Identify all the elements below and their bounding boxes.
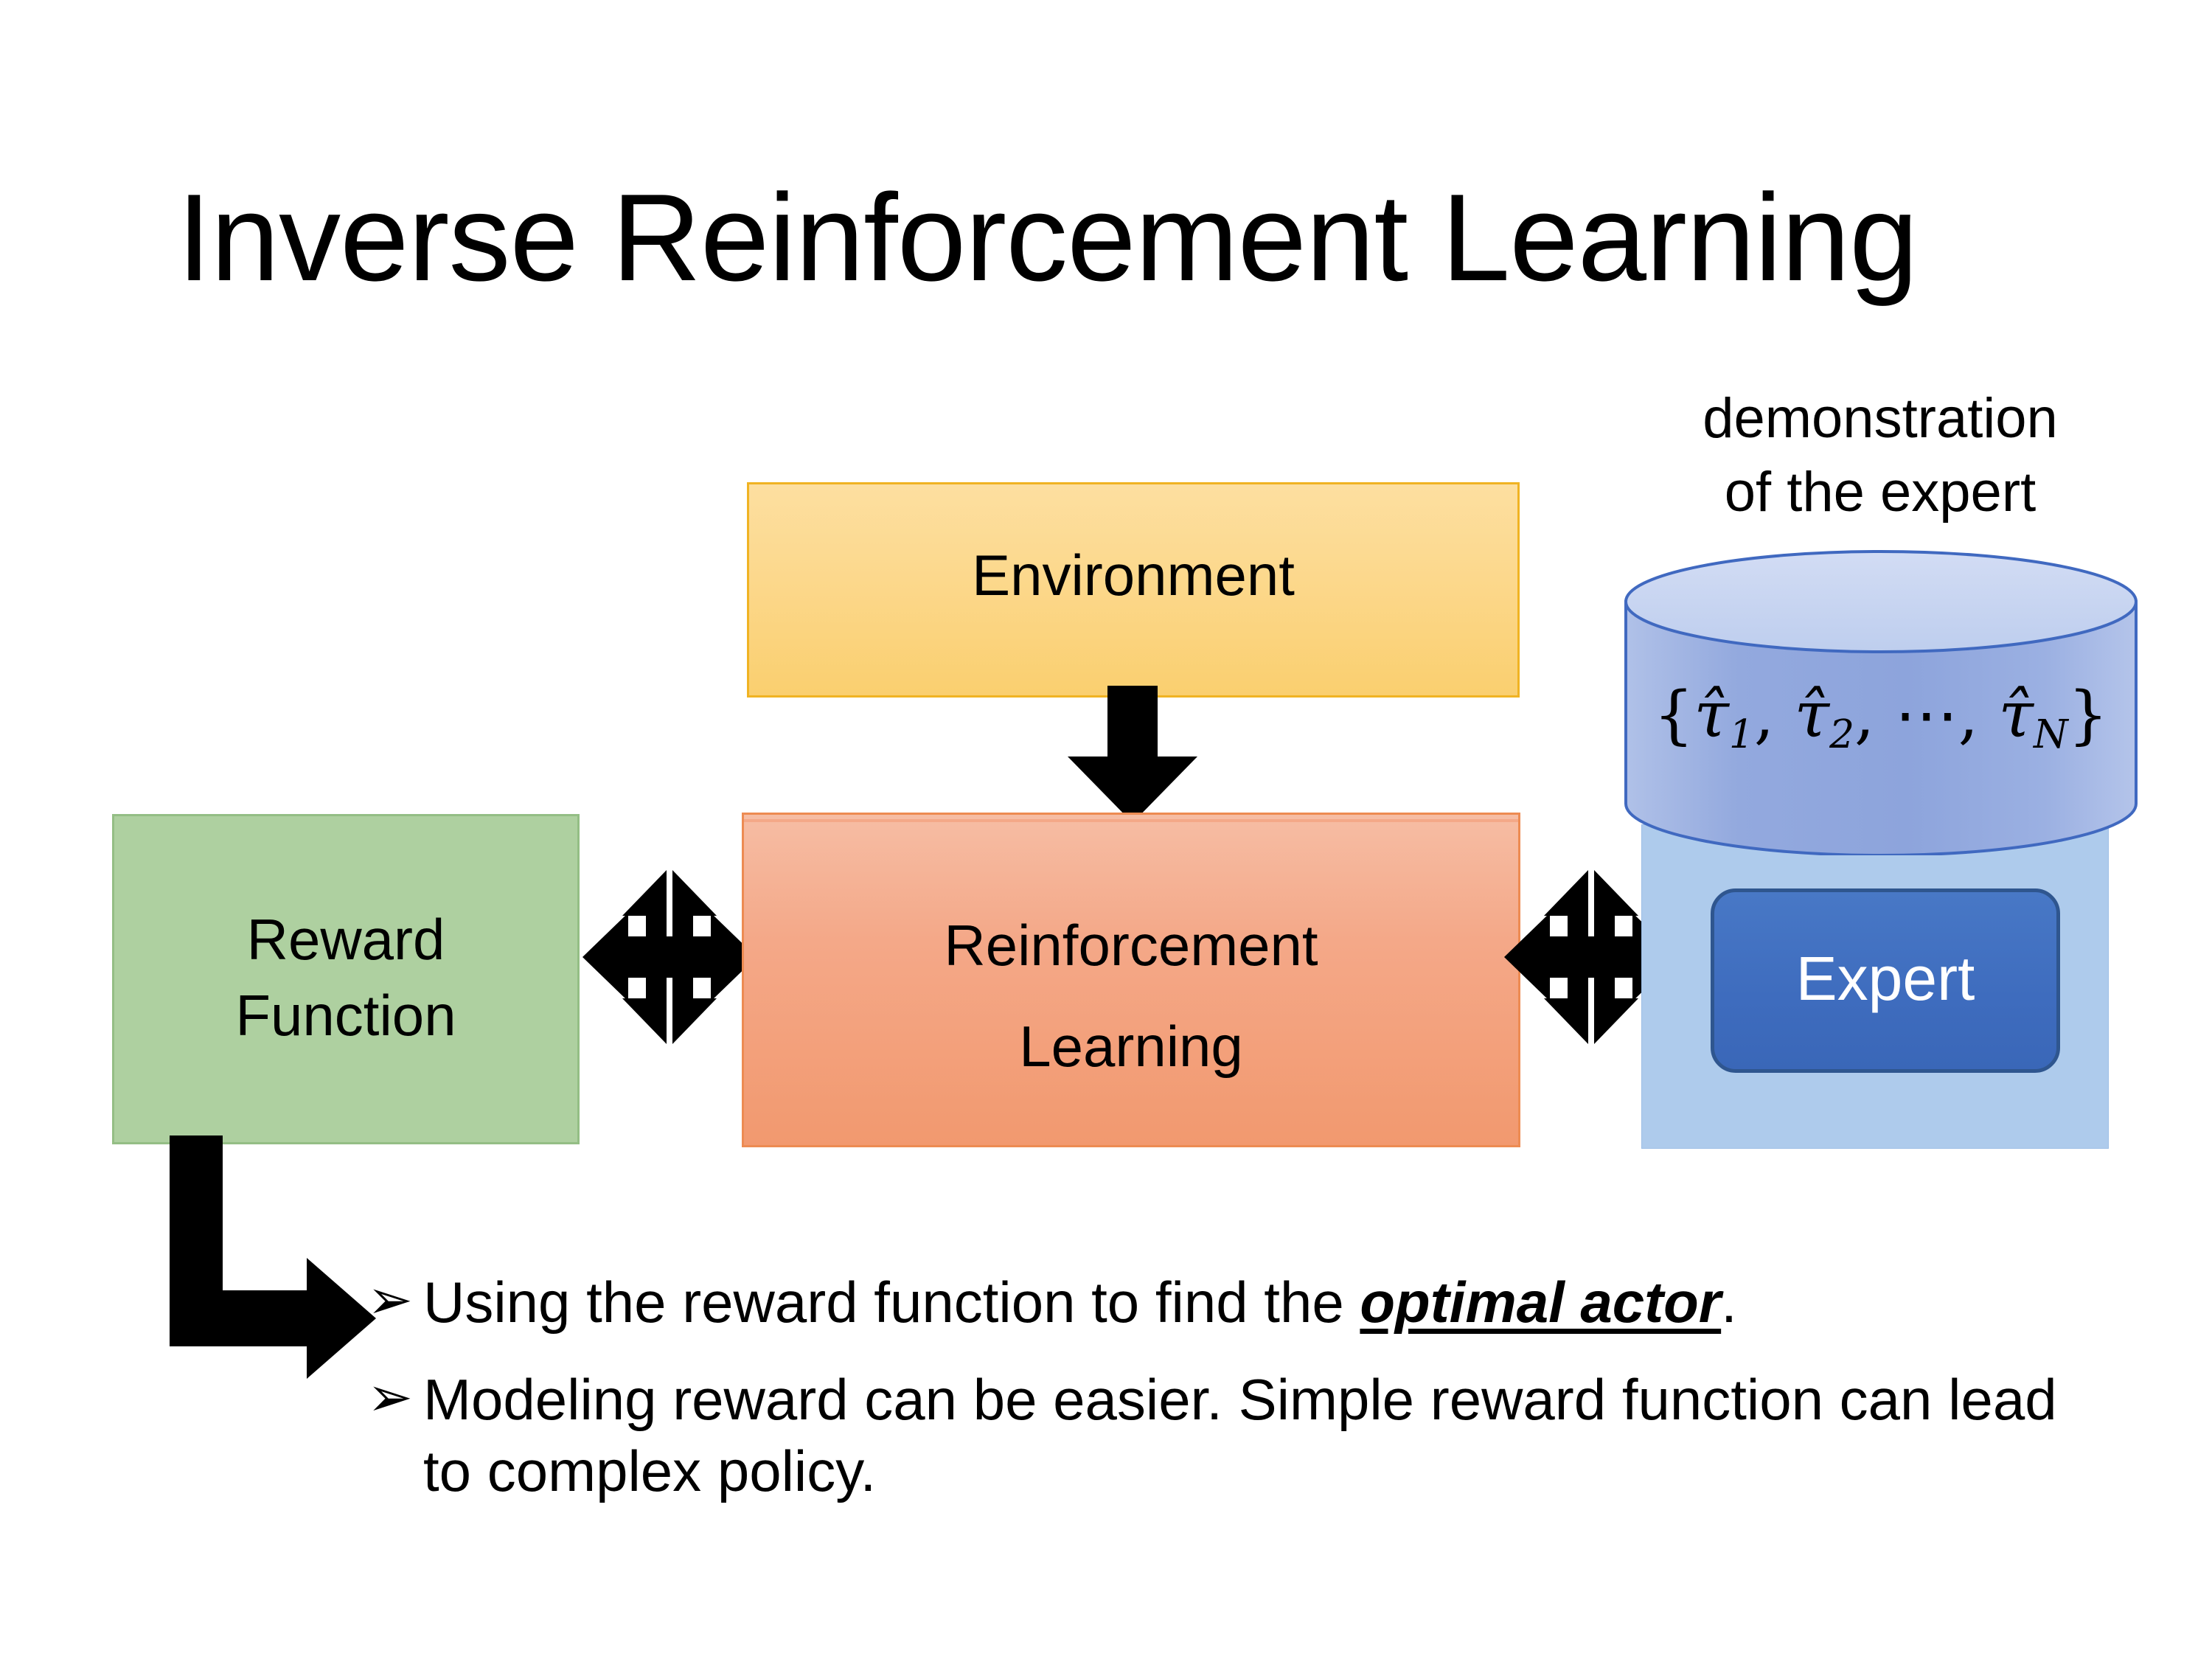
reinforcement-learning-label-line1: Reinforcement: [944, 913, 1318, 978]
expert-box[interactable]: Expert: [1711, 888, 2060, 1073]
formula-comma-3: ,: [1958, 678, 1999, 752]
bullet-list: ➢ Using the reward function to find the …: [367, 1267, 2078, 1533]
bullet-marker-icon: ➢: [367, 1269, 414, 1330]
reinforcement-learning-label: Reinforcement Learning: [744, 908, 1518, 1085]
formula-tau-2-subscript: 2: [1829, 711, 1855, 757]
formula-tau-1: τ̂: [1694, 678, 1729, 752]
bullet-text-before: Using the reward function to find the: [423, 1270, 1360, 1335]
reward-function-label: Reward Function: [114, 902, 577, 1054]
formula-open-brace: {: [1653, 678, 1694, 752]
formula-tau-n: τ̂: [1998, 678, 2034, 752]
page-title: Inverse Reinforcement Learning: [177, 168, 1919, 307]
environment-label: Environment: [972, 543, 1295, 608]
formula-comma-2: ,: [1854, 678, 1895, 752]
demonstration-caption-line1: demonstration: [1703, 387, 2058, 450]
formula-close-brace: }: [2067, 678, 2109, 752]
formula-ellipsis: ⋯: [1894, 678, 1958, 752]
demonstration-formula: {τ̂1, τ̂2, ⋯, τ̂N}: [1624, 678, 2138, 757]
arrow-reward-to-rl: [582, 870, 757, 1044]
bullet-marker-icon: ➢: [367, 1366, 414, 1427]
reward-function-label-line1: Reward: [246, 907, 445, 972]
reinforcement-learning-box[interactable]: Reinforcement Learning: [742, 813, 1520, 1147]
formula-comma-1: ,: [1753, 678, 1795, 752]
bullet-text: Modeling reward can be easier. Simple re…: [423, 1366, 2057, 1504]
demonstration-cylinder: [1624, 550, 2138, 855]
demonstration-caption: demonstration of the expert: [1615, 382, 2146, 530]
reward-function-label-line2: Function: [235, 982, 456, 1048]
reinforcement-learning-label-line2: Learning: [1019, 1013, 1243, 1079]
bullet-text-after: .: [1721, 1270, 1737, 1335]
expert-label: Expert: [1795, 944, 1975, 1013]
reward-function-box[interactable]: Reward Function: [112, 814, 580, 1144]
environment-box[interactable]: Environment: [747, 482, 1520, 698]
list-item: ➢ Using the reward function to find the …: [367, 1267, 2078, 1339]
arrow-reward-to-bullet: [170, 1135, 376, 1379]
arrow-environment-to-rl: [1068, 686, 1197, 823]
formula-tau-n-subscript: N: [2033, 711, 2068, 757]
bullet-text-emphasis: optimal actor: [1360, 1270, 1722, 1335]
list-item: ➢ Modeling reward can be easier. Simple …: [367, 1364, 2078, 1508]
arrow-rl-to-expert: [1504, 870, 1678, 1044]
formula-tau-1-subscript: 1: [1728, 711, 1754, 757]
demonstration-caption-line2: of the expert: [1724, 461, 2037, 524]
formula-tau-2: τ̂: [1794, 678, 1830, 752]
bullet-text: Using the reward function to find the op…: [423, 1267, 2078, 1339]
